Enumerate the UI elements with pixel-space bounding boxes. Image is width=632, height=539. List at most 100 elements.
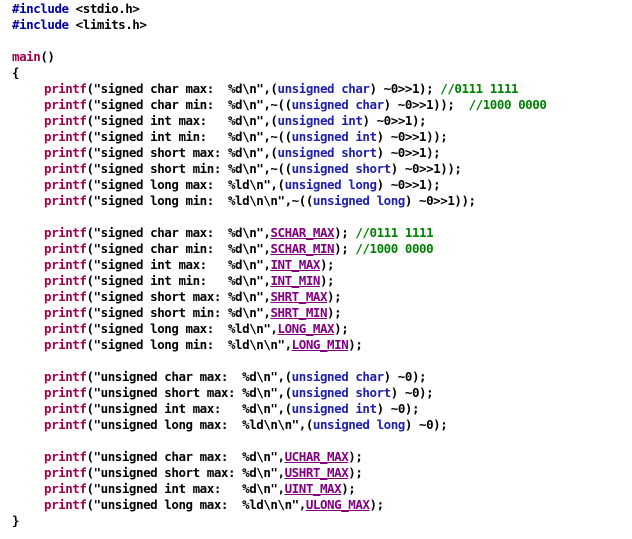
code-text: ("signed char max: %d\n", [86,225,271,240]
code-text: ); [327,305,342,320]
code-line: { [0,65,632,81]
code-line: #include <limits.h> [0,17,632,33]
code-line: printf("signed int max: %d\n",(unsigned … [0,113,632,129]
code-line: printf("signed long min: %ld\n\n",~((uns… [0,193,632,209]
type-keyword: unsigned long [284,177,377,192]
code-text: ("unsigned long max: %ld\n\n", [86,497,306,512]
code-line: } [0,513,632,529]
code-text: ("signed int min: %d\n", [86,273,271,288]
code-line: printf("signed char min: %d\n",SCHAR_MIN… [0,241,632,257]
limits-macro: USHRT_MAX [284,465,349,480]
code-text: <limits.h> [68,17,147,32]
code-line: printf("signed char max: %d\n",(unsigned… [0,81,632,97]
function-name: printf [44,225,87,240]
code-text: ("signed int min: %d\n",~(( [86,129,292,144]
code-line: #include <stdio.h> [0,1,632,17]
code-line [0,353,632,369]
code-text: ("unsigned short max: %d\n",( [86,385,292,400]
code-line: main() [0,49,632,65]
code-text: ); [348,337,363,352]
code-line: printf("unsigned long max: %ld\n\n",ULON… [0,497,632,513]
function-name: printf [44,337,87,352]
code-text: ("signed short min: %d\n",~(( [86,161,292,176]
code-text: ("signed char min: %d\n",~(( [86,97,292,112]
function-name: printf [44,305,87,320]
code-line: printf("unsigned char max: %d\n",UCHAR_M… [0,449,632,465]
type-keyword: unsigned int [291,129,377,144]
function-name: printf [44,481,87,496]
type-keyword: unsigned short [277,145,378,160]
code-text: ("signed short max: %d\n",( [86,145,278,160]
function-name: printf [44,177,87,192]
function-name: printf [44,289,87,304]
limits-macro: SCHAR_MAX [270,225,335,240]
limits-macro: INT_MIN [270,273,320,288]
code-text: ("signed long max: %ld\n", [86,321,278,336]
function-name: printf [44,145,87,160]
code-text: ("signed long min: %ld\n\n", [86,337,292,352]
function-name: printf [44,241,87,256]
code-line: printf("signed long max: %ld\n",LONG_MAX… [0,321,632,337]
code-line: printf("signed long max: %ld\n",(unsigne… [0,177,632,193]
function-name: printf [44,401,87,416]
code-line: printf("signed long min: %ld\n\n",LONG_M… [0,337,632,353]
code-line: printf("unsigned int max: %d\n",(unsigne… [0,401,632,417]
code-text: ("unsigned long max: %ld\n\n",( [86,417,313,432]
code-text: ) ~0); [404,417,448,432]
code-text: ) ~0>>1); [362,113,427,128]
limits-macro: SCHAR_MIN [270,241,335,256]
function-name: printf [44,129,87,144]
code-comment: //0111 1111 [355,225,434,240]
code-text: ); [327,289,342,304]
code-text: ); [334,321,349,336]
code-text: ); [369,497,385,512]
code-text: () [40,49,55,64]
code-line: printf("signed int min: %d\n",~((unsigne… [0,129,632,145]
code-line: printf("signed short min: %d\n",~((unsig… [0,161,632,177]
code-text: ) ~0>>1)); [390,161,462,176]
code-text: ); [334,225,356,240]
code-text: ) ~0>>1)); [404,193,476,208]
function-name: printf [44,321,87,336]
type-keyword: unsigned long [312,417,405,432]
code-text: ); [319,273,335,288]
code-text: <stdio.h> [68,1,140,16]
code-text: ) ~0>>1)); [383,97,469,112]
code-line: printf("signed char min: %d\n",~((unsign… [0,97,632,113]
function-name: printf [44,113,87,128]
code-text: ); [319,257,335,272]
code-text: ) ~0); [376,401,420,416]
type-keyword: unsigned char [291,97,384,112]
limits-macro: SHRT_MIN [270,305,328,320]
type-keyword: unsigned short [291,385,392,400]
code-text: ("signed int max: %d\n", [86,257,271,272]
source-code[interactable]: #include <stdio.h>#include <limits.h> mai… [0,1,632,529]
limits-macro: INT_MAX [270,257,320,272]
function-name: printf [44,417,87,432]
code-line: printf("signed short max: %d\n",SHRT_MAX… [0,289,632,305]
code-text: ) ~0); [383,369,427,384]
code-line: printf("signed int max: %d\n",INT_MAX); [0,257,632,273]
code-comment: //1000 0000 [468,97,547,112]
code-line: printf("unsigned char max: %d\n",(unsign… [0,369,632,385]
code-text: ("unsigned char max: %d\n",( [86,369,292,384]
function-name: printf [44,465,87,480]
code-line: printf("signed short min: %d\n",SHRT_MIN… [0,305,632,321]
code-text: ) ~0>>1); [369,81,441,96]
function-name: printf [44,257,87,272]
limits-macro: SHRT_MAX [270,289,328,304]
code-line: printf("signed short max: %d\n",(unsigne… [0,145,632,161]
code-text: ("signed char max: %d\n",( [86,81,278,96]
code-text: ("unsigned char max: %d\n", [86,449,285,464]
code-text: { [12,65,20,80]
function-name: printf [44,369,87,384]
function-name: printf [44,497,87,512]
code-comment: //0111 1111 [440,81,519,96]
code-text: ("signed short max: %d\n", [86,289,271,304]
function-name: printf [44,449,87,464]
code-text: ("signed long min: %ld\n\n",~(( [86,193,313,208]
preprocessor-directive: #include [12,17,69,32]
function-name: printf [44,193,87,208]
type-keyword: unsigned char [277,81,370,96]
